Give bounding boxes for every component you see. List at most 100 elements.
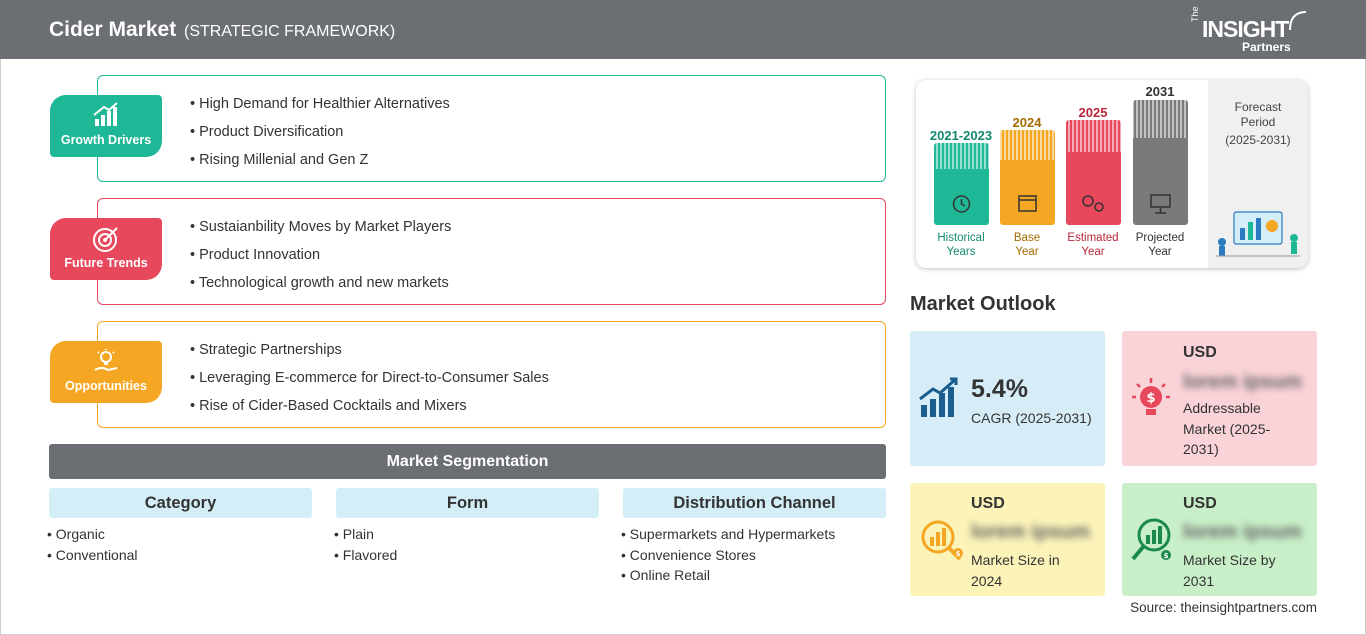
future-trends-box: Sustaianbility Moves by Market Players P… <box>97 198 886 305</box>
list-item: Plain <box>334 526 397 547</box>
market-segmentation-title: Market Segmentation <box>49 444 886 479</box>
growth-chart-icon <box>93 102 118 126</box>
growth-driver-item: Rising Millenial and Gen Z <box>190 152 450 180</box>
segment-heading-form: Form <box>336 488 599 518</box>
list-item: Flavored <box>334 547 397 568</box>
timeline-year-estimated: 2025 <box>1078 105 1108 120</box>
lightbulb-hand-icon <box>94 349 118 372</box>
market-size-2024-card: $ USD lorem ipsum Market Size in 2024 <box>910 483 1105 596</box>
desc-line: 2031) <box>1183 441 1219 457</box>
timeline-year-projected: 2031 <box>1145 84 1175 99</box>
size-2024-label: Market Size in 2024 <box>971 550 1060 591</box>
label-line: Historical <box>937 232 985 244</box>
addressable-usd: USD <box>1183 344 1217 361</box>
list-item: Online Retail <box>621 567 835 588</box>
svg-text:$: $ <box>1146 391 1155 406</box>
timeline-card: 2021-2023 2024 2025 2031 Historical Year… <box>916 80 1308 268</box>
bar-base <box>1000 130 1055 225</box>
calendar-icon <box>1018 195 1037 212</box>
future-trend-item: Technological growth and new markets <box>190 275 451 303</box>
label-line: Base <box>1013 232 1041 244</box>
future-trend-item: Sustaianbility Moves by Market Players <box>190 219 451 247</box>
market-outlook-title: Market Outlook <box>910 293 1056 315</box>
growth-driver-item: Product Diversification <box>190 124 450 152</box>
timeline-year-historical: 2021-2023 <box>929 128 993 143</box>
growth-drivers-box: High Demand for Healthier Alternatives P… <box>97 75 886 182</box>
future-trends-label: Future Trends <box>64 256 148 270</box>
timeline-label-projected: Projected Year <box>1120 231 1200 259</box>
opportunities-box: Strategic Partnerships Leveraging E-comm… <box>97 321 886 428</box>
logo-partners: Partners <box>1242 40 1291 54</box>
label-line: Years <box>946 246 976 258</box>
label-line: Estimated <box>1067 232 1119 244</box>
desc-line: 2024 <box>971 572 1003 589</box>
logo-insight: INSIGHT <box>1202 16 1289 42</box>
timeline-year-base: 2024 <box>1012 115 1042 130</box>
size-2031-value: lorem ipsum <box>1183 521 1302 543</box>
future-trend-item: Product Innovation <box>190 247 451 275</box>
history-clock-icon <box>952 195 971 213</box>
desc-line: Market Size by <box>1183 552 1276 568</box>
size-2031-label: Market Size by 2031 <box>1183 550 1276 591</box>
label-line: Projected <box>1135 232 1185 244</box>
desc-line: Market (2025- <box>1183 420 1271 437</box>
bar-estimated <box>1066 120 1121 225</box>
bar-projected <box>1133 100 1188 225</box>
timeline-label-historical: Historical Years <box>921 231 1001 259</box>
presentation-icon <box>1150 194 1171 214</box>
growth-chart-icon <box>919 377 958 417</box>
future-trends-badge: Future Trends <box>50 218 162 280</box>
bar-historical <box>934 143 989 225</box>
growth-drivers-label: Growth Drivers <box>60 133 152 147</box>
analytics-illustration-icon <box>1216 211 1300 257</box>
label-line: Year <box>1148 246 1172 258</box>
list-item: Conventional <box>47 547 138 568</box>
desc-line: Market Size in <box>971 552 1060 568</box>
addressable-value: lorem ipsum <box>1183 371 1302 393</box>
gears-icon <box>1082 195 1104 212</box>
page-title: Cider Market <box>49 18 177 41</box>
segment-heading-distribution: Distribution Channel <box>623 488 886 518</box>
cagr-card: 5.4% CAGR (2025-2031) <box>910 331 1105 466</box>
addressable-label: Addressable Market (2025- 2031) <box>1183 398 1270 460</box>
growth-drivers-badge: Growth Drivers <box>50 95 162 157</box>
addressable-market-card: $ USD lorem ipsum Addressable Market (20… <box>1122 331 1317 466</box>
timeline-label-estimated: Estimated Year <box>1053 231 1133 259</box>
size-2024-usd: USD <box>971 495 1005 512</box>
forecast-range: (2025-2031) <box>1225 133 1291 147</box>
forecast-label: Forecast Period <box>1208 100 1308 130</box>
target-icon <box>93 227 118 252</box>
page-subtitle: (STRATEGIC FRAMEWORK) <box>184 23 396 40</box>
opportunities-badge: Opportunities <box>50 341 162 403</box>
category-list: Organic Conventional <box>47 526 138 567</box>
list-item: Supermarkets and Hypermarkets <box>621 526 835 547</box>
source-link[interactable]: Source: theinsightpartners.com <box>1130 600 1317 615</box>
list-item: Organic <box>47 526 138 547</box>
header-bar: Cider Market (STRATEGIC FRAMEWORK) The I… <box>0 0 1366 59</box>
distribution-list: Supermarkets and Hypermarkets Convenienc… <box>621 526 835 588</box>
growth-driver-item: High Demand for Healthier Alternatives <box>190 96 450 124</box>
opportunities-label: Opportunities <box>65 379 147 393</box>
svg-text:$: $ <box>1164 552 1169 560</box>
logo-swoosh-icon <box>1289 11 1307 31</box>
cagr-label: CAGR (2025-2031) <box>971 410 1092 426</box>
timeline-label-base: Base Year <box>987 231 1067 259</box>
cagr-value: 5.4% <box>971 375 1028 403</box>
magnifier-chart-icon: $ <box>1131 518 1171 561</box>
desc-line: 2031 <box>1183 572 1215 589</box>
size-2031-usd: USD <box>1183 495 1217 512</box>
magnifier-chart-icon: $ <box>921 520 963 561</box>
forecast-line: Period <box>1240 115 1276 129</box>
segment-heading-category: Category <box>49 488 312 518</box>
svg-text:$: $ <box>956 550 961 558</box>
size-2024-value: lorem ipsum <box>971 521 1090 543</box>
timeline-bars <box>934 100 1188 225</box>
insight-partners-logo[interactable]: The INSIGHT Partners <box>1190 6 1310 54</box>
desc-line: Addressable <box>1183 400 1261 416</box>
opportunity-item: Strategic Partnerships <box>190 342 549 370</box>
form-list: Plain Flavored <box>334 526 397 567</box>
logo-the: The <box>1190 6 1200 22</box>
opportunity-item: Leveraging E-commerce for Direct-to-Cons… <box>190 370 549 398</box>
opportunity-item: Rise of Cider-Based Cocktails and Mixers <box>190 398 549 426</box>
forecast-line: Forecast <box>1234 100 1282 114</box>
